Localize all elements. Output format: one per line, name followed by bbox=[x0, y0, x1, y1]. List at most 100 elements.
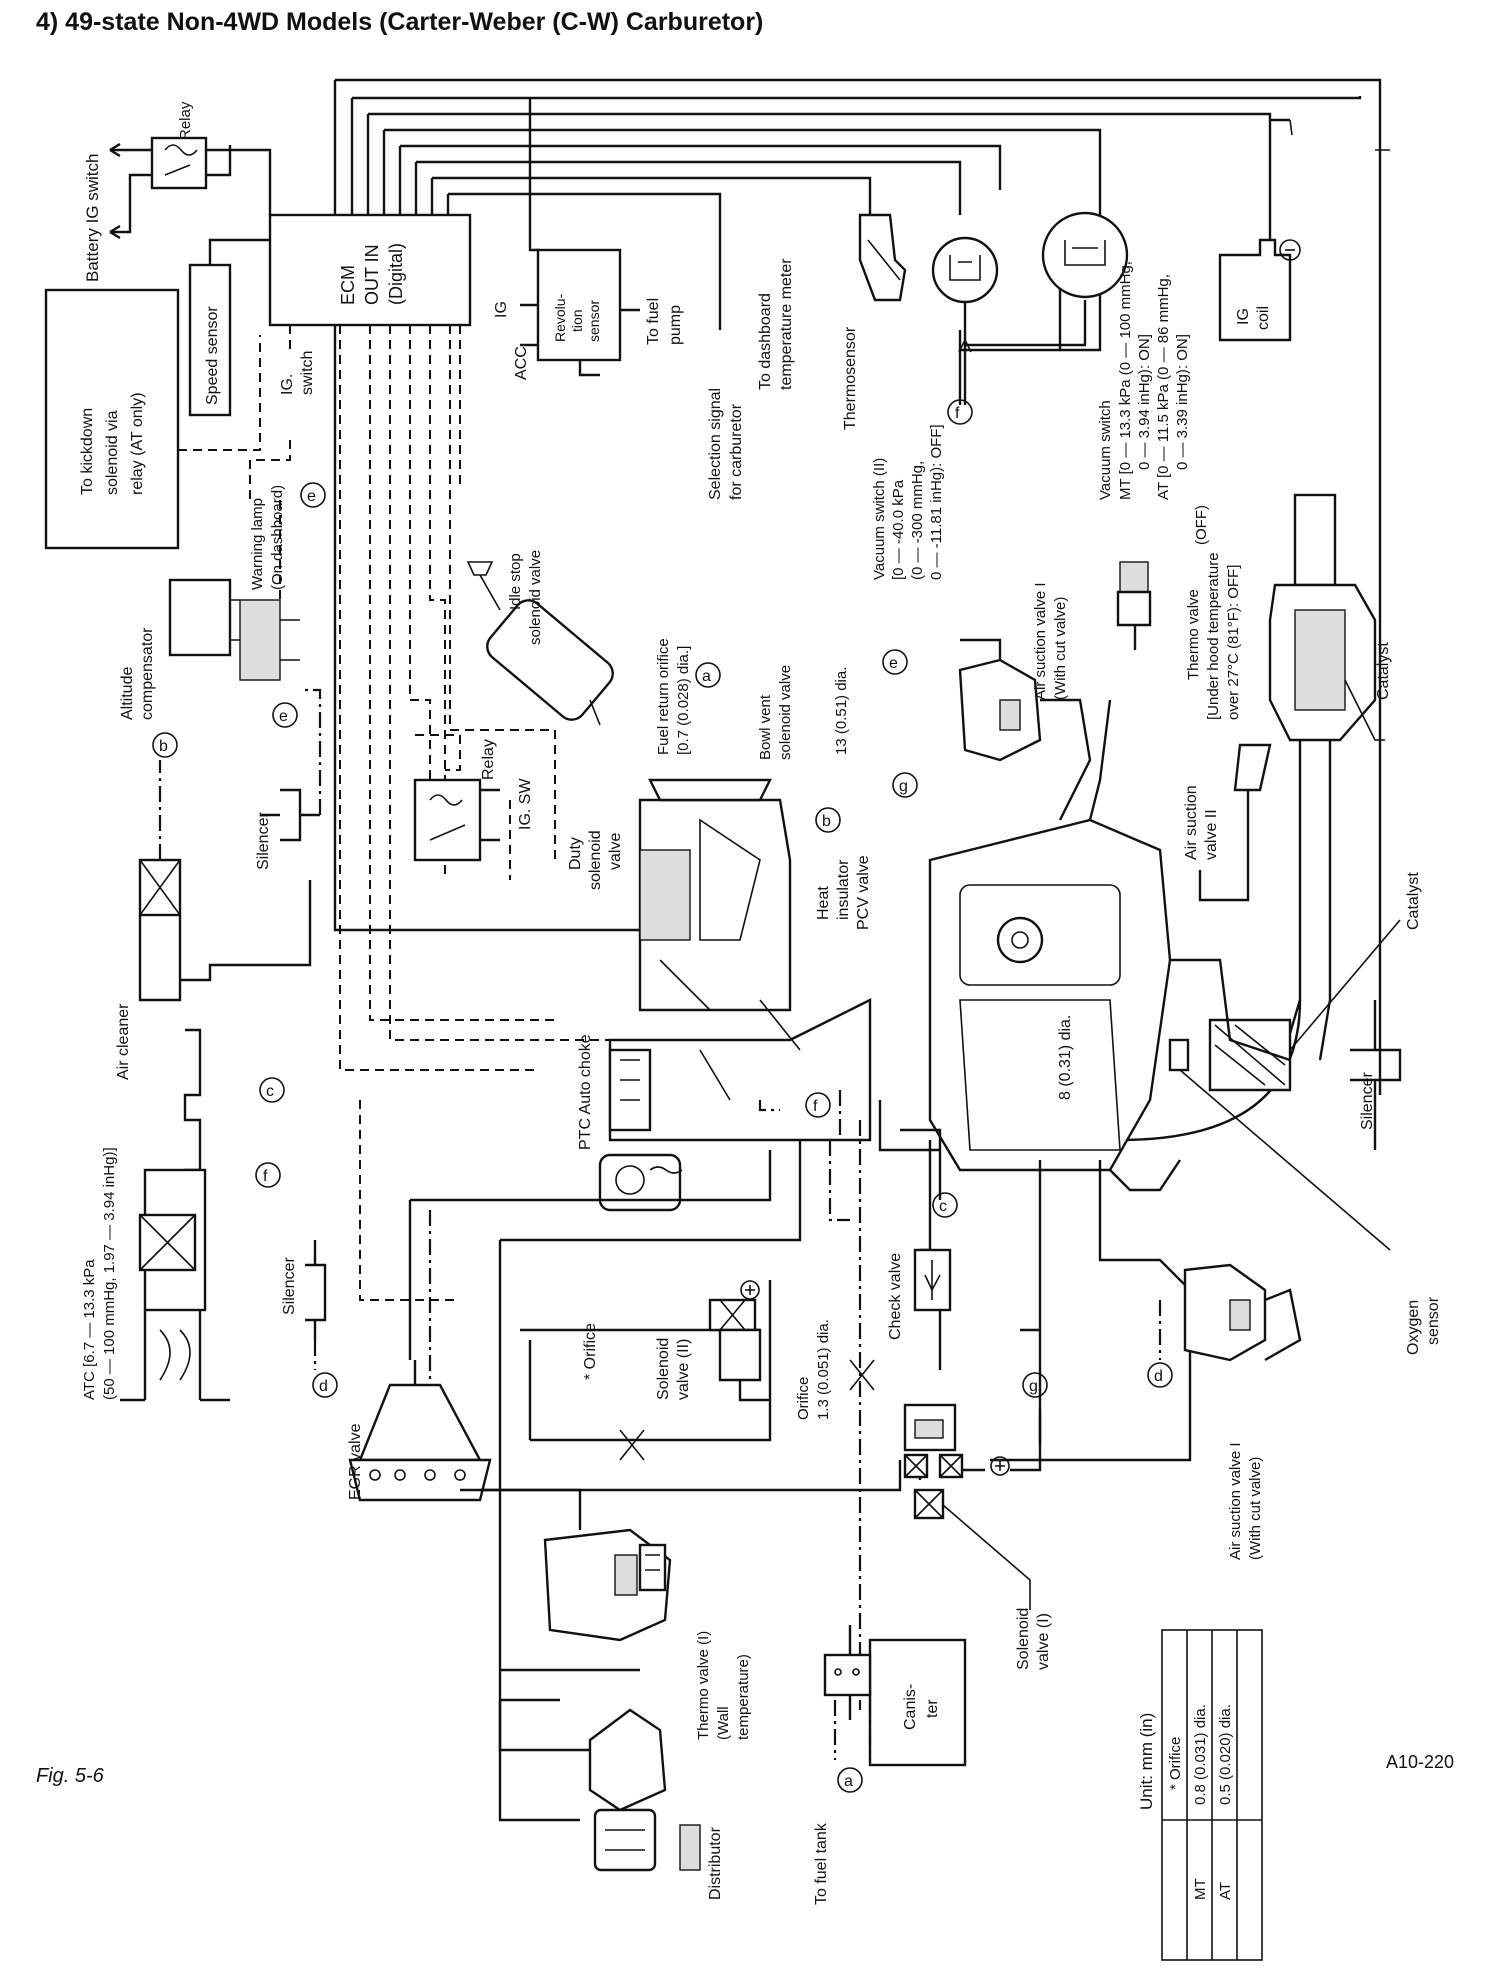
air-cleaner-label: Air cleaner bbox=[115, 1003, 132, 1080]
orifice13-label-1: Orifice bbox=[795, 1377, 812, 1420]
ig-coil-label-2: coil bbox=[1255, 306, 1272, 330]
marker-c-2: c bbox=[939, 1198, 947, 1215]
marker-a-2: a bbox=[844, 1773, 853, 1790]
atc-label-1: ATC [6.7 — 13.3 kPa bbox=[81, 1259, 98, 1400]
asv1-bottom-label-2: (With cut valve) bbox=[1247, 1457, 1264, 1560]
rev-sensor-label-2: tion bbox=[569, 309, 585, 332]
duty-label-2: solenoid bbox=[587, 830, 604, 890]
solenoid-valve-2 bbox=[708, 1280, 770, 1402]
solenoid-1-label-1: Solenoid bbox=[1015, 1608, 1032, 1670]
check-valve bbox=[913, 1248, 952, 1312]
temp-meter-label-1: To dashboard bbox=[757, 293, 774, 390]
altitude-label-2: compensator bbox=[139, 627, 156, 720]
fuel-return-label-1: Fuel return orifice bbox=[655, 638, 672, 755]
marker-a-1: a bbox=[702, 668, 711, 685]
oxygen-label-1: Oxygen bbox=[1405, 1300, 1422, 1355]
asv1-bottom-label-1: Air suction valve I bbox=[1227, 1442, 1244, 1560]
orifice-table-row-1-value: 0.8 (0.031) dia. bbox=[1192, 1704, 1209, 1805]
canister-label-2: ter bbox=[924, 1699, 941, 1718]
orifice-table-row-1-label: MT bbox=[1192, 1878, 1209, 1900]
selection-label-2: for carburetor bbox=[728, 403, 745, 500]
relay-mid-label: Relay bbox=[480, 739, 497, 780]
fuel-tank-label: To fuel tank bbox=[813, 1822, 830, 1905]
marker-d-1: d bbox=[319, 1378, 328, 1395]
thermo-valve-top-label-2: [Under hood temperature bbox=[1205, 552, 1222, 720]
marker-e-1: e bbox=[279, 708, 288, 725]
page-title: 4) 49-state Non-4WD Models (Carter-Weber… bbox=[36, 8, 764, 36]
fuel-return-label-2: [0.7 (0.028) dia.] bbox=[675, 646, 692, 755]
catalyst-label-mid: Catalyst bbox=[1405, 872, 1422, 930]
vacuum-switch-label-6: (OFF) bbox=[1193, 505, 1210, 545]
rev-sensor-label-3: sensor bbox=[586, 300, 602, 342]
fuel-pump-label-2: pump bbox=[667, 305, 684, 345]
marker-f-3: f bbox=[813, 1098, 818, 1115]
asv1-top-label-2: (With cut valve) bbox=[1052, 597, 1069, 700]
asv2-label-2: valve II bbox=[1203, 809, 1220, 860]
idle-stop-label-1: Idle stop bbox=[507, 553, 524, 610]
marker-b-1: b bbox=[159, 738, 168, 755]
silencer-right-label: Silencer bbox=[1359, 1072, 1376, 1130]
solenoid-valve-1 bbox=[903, 1403, 1031, 1610]
thermosensor-label: Thermosensor bbox=[842, 326, 859, 430]
duty-label-3: valve bbox=[607, 833, 624, 870]
air-suction-valve-2 bbox=[1198, 743, 1272, 902]
kickdown-box: To kickdown solenoid via relay (AT only) bbox=[44, 288, 180, 550]
thermo-valve-top-label-3: over 27°C (81°F): OFF] bbox=[1225, 565, 1242, 720]
marker-g-1: g bbox=[899, 778, 908, 795]
ecm-label-1: ECM bbox=[338, 265, 358, 305]
egr-label: EGR valve bbox=[347, 1423, 364, 1500]
air-cleaner bbox=[138, 760, 312, 1200]
vacuum-switch-2-label-3: (0 — -300 mmHg, bbox=[909, 461, 926, 580]
silencer-lower-left bbox=[305, 1240, 327, 1370]
marker-b-2: b bbox=[822, 813, 831, 830]
thermosensor bbox=[858, 213, 907, 302]
ig-switch-label-1: IG. bbox=[279, 374, 296, 395]
marker-g-2: g bbox=[1029, 1378, 1038, 1395]
solenoid-2-label-2: valve (II) bbox=[675, 1339, 692, 1400]
check-valve-label: Check valve bbox=[887, 1253, 904, 1340]
ig-sw-label: IG. SW bbox=[517, 778, 534, 830]
thermo-valve-1-label-3: temperature) bbox=[735, 1654, 752, 1740]
solenoid-2-label-1: Solenoid bbox=[655, 1338, 672, 1400]
oxygen-label-2: sensor bbox=[1425, 1296, 1442, 1345]
dia8-label: 8 (0.31) dia. bbox=[1057, 1015, 1074, 1100]
thermo-valve-top bbox=[1116, 561, 1152, 650]
marker-c-1: c bbox=[266, 1083, 274, 1100]
silencer-upper-left bbox=[260, 688, 322, 842]
relay-mid bbox=[413, 778, 500, 862]
heat-insulator-label-2: insulator bbox=[835, 859, 852, 920]
orifice13-label-2: 1.3 (0.051) dia. bbox=[815, 1319, 832, 1420]
thermo-valve-1 bbox=[543, 1528, 672, 1642]
orifice-table: Unit: mm (in) * Orifice MT 0.8 (0.031) d… bbox=[1137, 1629, 1263, 1961]
figure-label: Fig. 5-6 bbox=[36, 1765, 104, 1787]
bowl-vent-label-1: Bowl vent bbox=[757, 694, 774, 760]
relay-top: Relay bbox=[109, 101, 272, 240]
distributor-label: Distributor bbox=[707, 1826, 724, 1900]
speed-sensor: Speed sensor bbox=[178, 238, 270, 451]
thermo-valve-1-label-2: (Wall bbox=[715, 1706, 732, 1740]
vacuum-switch-label-2: MT [0 — 13.3 kPa (0 — 100 mmHg, bbox=[1117, 261, 1134, 500]
atc-valve bbox=[120, 1168, 230, 1402]
thermo-valve-top-label-1: Thermo valve bbox=[1185, 589, 1202, 680]
altitude-compensator bbox=[168, 578, 300, 681]
marker-f-2: f bbox=[263, 1168, 268, 1185]
ig-coil: IG coil bbox=[1218, 238, 1301, 342]
vacuum-switch-label-4: AT [0 — 11.5 kPa (0 — 86 mmHg, bbox=[1155, 274, 1172, 500]
orifice-table-row-2-value: 0.5 (0.020) dia. bbox=[1217, 1704, 1234, 1805]
altitude-label-1: Altitude bbox=[119, 667, 136, 720]
revolution-sensor: Revolu- tion sensor bbox=[520, 248, 640, 377]
marker-e-3: e bbox=[889, 655, 898, 672]
relay-top-label: Relay bbox=[177, 101, 194, 140]
vacuum-switch-2-label-1: Vacuum switch (II) bbox=[871, 458, 888, 580]
vacuum-switch-label-3: 0 — 3.94 inHg): ON] bbox=[1136, 334, 1153, 470]
dia13-label: 13 (0.51) dia. bbox=[833, 667, 850, 755]
thermo-valve-1-label-1: Thermo valve (I) bbox=[695, 1631, 712, 1740]
ig-label: IG bbox=[493, 301, 510, 318]
selection-label-1: Selection signal bbox=[707, 388, 724, 500]
ig-coil-label-1: IG bbox=[1235, 308, 1252, 325]
canister-label-1: Canis- bbox=[902, 1684, 919, 1730]
egr-valve bbox=[348, 1360, 492, 1502]
marker-f-1: f bbox=[955, 405, 960, 422]
idle-stop-solenoid bbox=[466, 561, 614, 726]
